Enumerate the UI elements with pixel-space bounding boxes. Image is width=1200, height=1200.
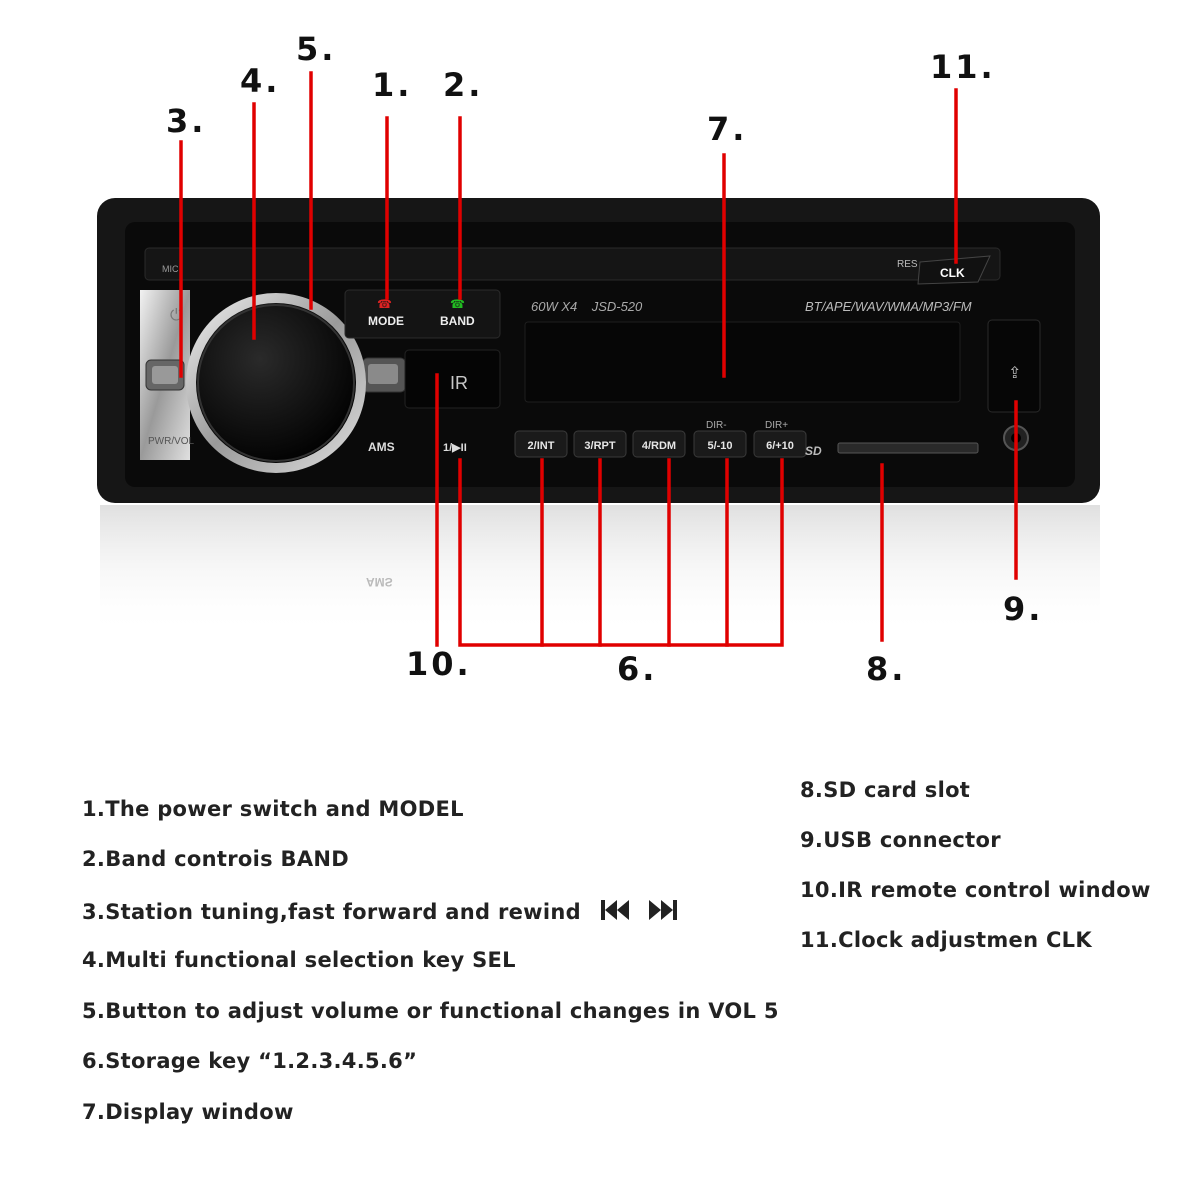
callout-1: 1. bbox=[372, 66, 413, 104]
seek-lever-left[interactable] bbox=[145, 359, 185, 391]
svg-text:AMS: AMS bbox=[366, 575, 393, 589]
clk-button[interactable]: CLK bbox=[917, 255, 991, 285]
callout-leaders bbox=[179, 71, 1018, 647]
mode-band-block bbox=[344, 289, 501, 339]
model-spec: 60W X4 JSD-520 bbox=[531, 299, 643, 314]
preset-button-4[interactable]: 4/RDM bbox=[632, 430, 686, 458]
phone-hangup-icon: ☎ bbox=[377, 297, 392, 311]
dir-minus-label: DIR- bbox=[706, 420, 727, 431]
usb-icon: ⇪ bbox=[1008, 363, 1021, 382]
callout-4: 4. bbox=[240, 62, 281, 100]
seek-forward-icon bbox=[648, 900, 677, 920]
callout-7: 7. bbox=[707, 110, 748, 148]
play-pause-button[interactable]: 1/▶II bbox=[443, 442, 467, 454]
dir-plus-label: DIR+ bbox=[765, 420, 788, 431]
callout-8: 8. bbox=[866, 650, 907, 688]
preset-label: 3/RPT bbox=[584, 440, 615, 452]
legend-item-8: 8.SD card slot bbox=[800, 778, 971, 802]
legend-item-10: 10.IR remote control window bbox=[800, 878, 1151, 902]
ams-button[interactable]: AMS bbox=[368, 440, 395, 454]
callout-10: 10. bbox=[406, 645, 472, 683]
callout-5: 5. bbox=[296, 30, 337, 68]
legend-item-1: 1.The power switch and MODEL bbox=[82, 797, 464, 821]
callout-9: 9. bbox=[1003, 590, 1044, 628]
legend-item-4: 4.Multi functional selection key SEL bbox=[82, 948, 516, 972]
pwr-vol-label: PWR/VOL bbox=[148, 436, 195, 447]
legend-item-5: 5.Button to adjust volume or functional … bbox=[82, 999, 779, 1023]
ir-label: IR bbox=[450, 373, 468, 393]
preset-label: 6/+10 bbox=[766, 440, 794, 452]
preset-label: 5/-10 bbox=[707, 440, 732, 452]
preset-buttons: 2/INT 3/RPT 4/RDM 5/-10 6/+10 bbox=[514, 430, 807, 458]
formats-text: BT/APE/WAV/WMA/MP3/FM bbox=[805, 299, 972, 314]
sd-logo: SD bbox=[805, 444, 822, 458]
clk-label: CLK bbox=[940, 266, 965, 280]
usb-port[interactable]: ⇪ bbox=[987, 319, 1041, 413]
band-label: BAND bbox=[440, 314, 475, 328]
mode-button[interactable]: ☎ MODE bbox=[368, 297, 404, 328]
legend-item-6: 6.Storage key “1.2.3.4.5.6” bbox=[82, 1049, 418, 1073]
preset-label: 4/RDM bbox=[642, 440, 676, 452]
legend-item-9: 9.USB connector bbox=[800, 828, 1001, 852]
sd-card-slot[interactable] bbox=[837, 442, 979, 454]
display-window bbox=[524, 321, 961, 403]
preset-button-5[interactable]: 5/-10 bbox=[693, 430, 747, 458]
callout-11: 11. bbox=[930, 48, 996, 86]
legend-item-11: 11.Clock adjustmen CLK bbox=[800, 928, 1092, 952]
legend-item-3-text: 3.Station tuning,fast forward and rewind bbox=[82, 900, 581, 924]
mic-label: MIC bbox=[162, 264, 179, 274]
callout-6: 6. bbox=[617, 650, 658, 688]
top-strip bbox=[144, 247, 1001, 281]
volume-knob[interactable] bbox=[186, 293, 366, 473]
mode-label: MODE bbox=[368, 314, 404, 328]
legend-item-3: 3.Station tuning,fast forward and rewind bbox=[82, 898, 681, 924]
leader-6 bbox=[458, 458, 784, 647]
seek-icons bbox=[600, 900, 677, 920]
callout-2: 2. bbox=[443, 66, 484, 104]
res-label: RES bbox=[897, 259, 918, 270]
preset-button-2[interactable]: 2/INT bbox=[514, 430, 568, 458]
legend-item-7: 7.Display window bbox=[82, 1100, 294, 1124]
preset-button-3[interactable]: 3/RPT bbox=[573, 430, 627, 458]
seek-lever-right[interactable] bbox=[361, 357, 407, 393]
preset-button-6[interactable]: 6/+10 bbox=[753, 430, 807, 458]
legend-item-2: 2.Band controis BAND bbox=[82, 847, 349, 871]
phone-answer-icon: ☎ bbox=[450, 297, 465, 311]
band-button[interactable]: ☎ BAND bbox=[440, 297, 475, 328]
ir-window bbox=[404, 349, 501, 409]
seek-back-icon bbox=[600, 900, 629, 920]
preset-label: 2/INT bbox=[528, 440, 555, 452]
callout-3: 3. bbox=[166, 102, 207, 140]
